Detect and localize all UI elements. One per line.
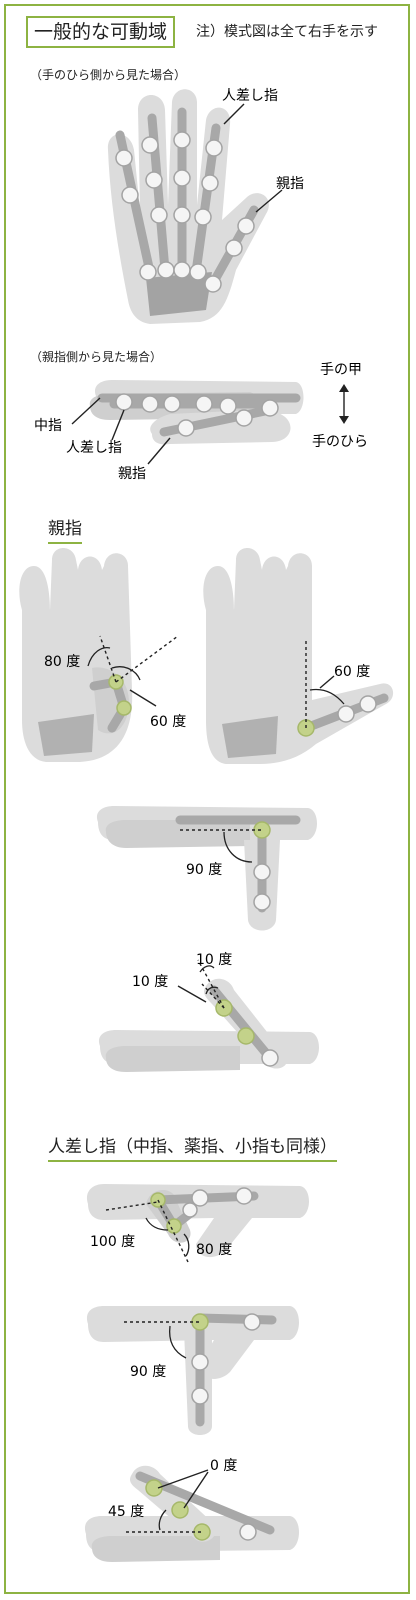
index-angle-90: 90 度 (130, 1364, 166, 1380)
label-index-palm: 人差し指 (222, 88, 278, 104)
side-view-caption: （親指側から見た場合） (30, 350, 163, 364)
thumb-angle-60-left: 60 度 (150, 714, 186, 730)
palm-view-hand (107, 89, 283, 324)
thumb-angle-10-mid: 10 度 (132, 974, 168, 990)
index-heading: 人差し指（中指、薬指、小指も同様） (48, 1132, 337, 1162)
label-thumb-palm: 親指 (276, 176, 304, 192)
index-side-0-45 (84, 1465, 300, 1562)
index-angle-100: 100 度 (90, 1234, 135, 1250)
thumb-side-90 (96, 806, 318, 931)
palm-view-caption: （手のひら側から見た場合） (30, 68, 187, 82)
thumb-angle-60-right: 60 度 (334, 664, 370, 680)
index-side-90 (86, 1306, 300, 1435)
index-angle-0: 0 度 (210, 1458, 237, 1474)
thumb-angle-80: 80 度 (44, 654, 80, 670)
label-thumb-side: 親指 (118, 466, 146, 482)
thumb-heading: 親指 (48, 514, 82, 544)
label-index-side: 人差し指 (66, 440, 122, 456)
note-text: 注）模式図は全て右手を示す (196, 24, 378, 40)
index-angle-45: 45 度 (108, 1504, 144, 1520)
thumb-side-10 (98, 959, 320, 1072)
thumb-angle-90: 90 度 (186, 862, 222, 878)
thumb-palm-view-left (19, 548, 179, 762)
label-palm-side: 手のひら (312, 434, 368, 450)
side-view-hand (71, 380, 349, 465)
thumb-angle-10-top: 10 度 (196, 952, 232, 968)
index-side-100-80 (86, 1184, 310, 1263)
thumb-palm-view-right (203, 548, 394, 764)
label-middle-side: 中指 (34, 418, 62, 434)
index-angle-80: 80 度 (196, 1242, 232, 1258)
page-title: 一般的な可動域 (26, 16, 176, 48)
label-back-of-hand: 手の甲 (320, 362, 362, 378)
